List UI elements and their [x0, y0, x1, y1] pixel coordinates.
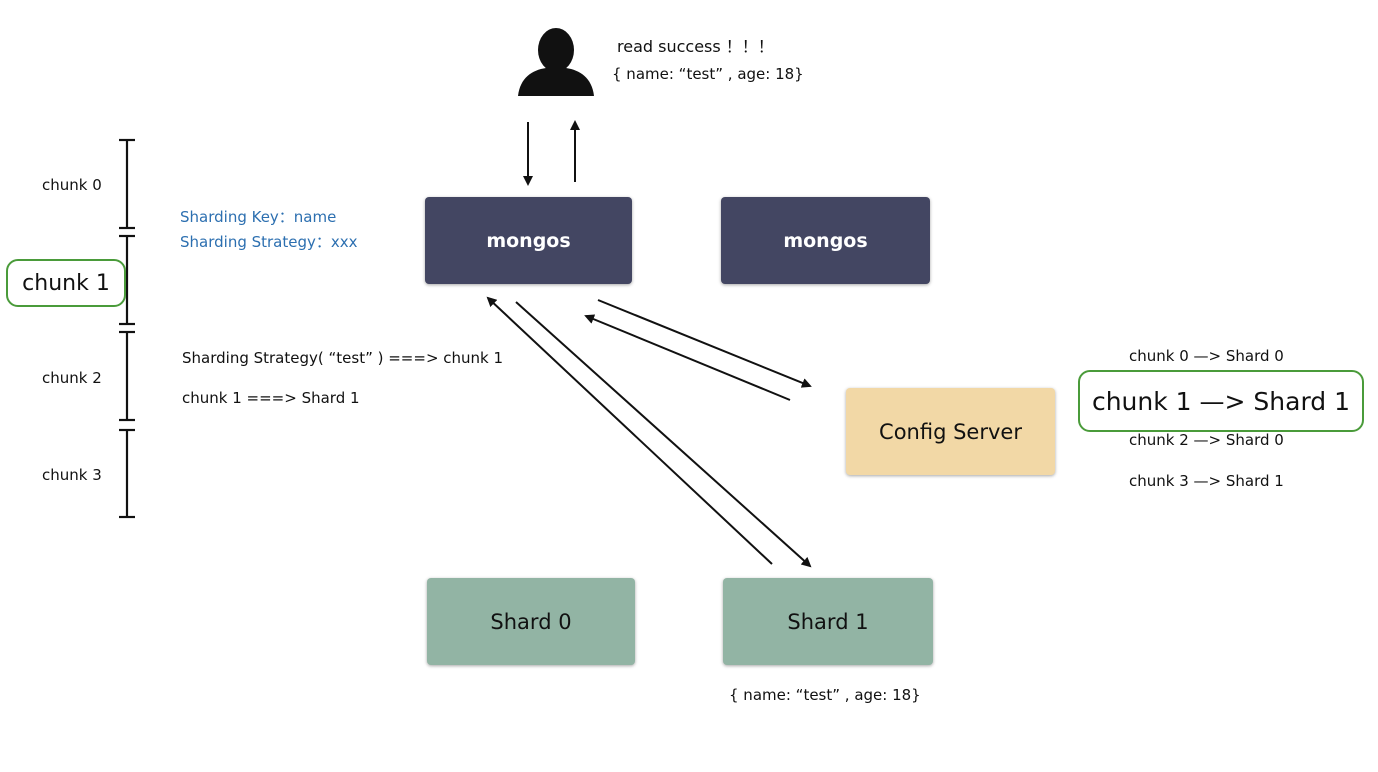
user-icon [518, 28, 594, 96]
chunk-shard-mapping: chunk 1 ===> Shard 1 [182, 389, 360, 407]
chunk-3-label: chunk 3 [42, 466, 102, 484]
read-status: read success ！！！ [617, 37, 774, 56]
shard-query-arrow [515, 301, 812, 568]
chunk-map-0: chunk 0 —> Shard 0 [1129, 347, 1284, 365]
chunk-map-3: chunk 3 —> Shard 1 [1129, 472, 1284, 490]
sharding-rule: Sharding Strategy( “test” ) ===> chunk 1 [182, 349, 504, 367]
shard-reply-arrow [486, 296, 773, 565]
client-document: { name: “test” , age: 18} [612, 65, 804, 83]
shard1-document: { name: “test” , age: 18} [729, 686, 921, 704]
shard-1: Shard 1 [723, 578, 933, 665]
chunk-scale [119, 138, 135, 519]
chunk-2-label: chunk 2 [42, 369, 102, 387]
chunk-map-1: chunk 1 —> Shard 1 [1091, 386, 1351, 416]
sharding-strategy: Sharding Strategy：xxx [180, 233, 358, 251]
mongos-router-left: mongos [425, 197, 632, 284]
chunk-map-2: chunk 2 —> Shard 0 [1129, 431, 1284, 449]
config-query-arrow [597, 299, 812, 388]
chunk-map-1-highlight: chunk 1 —> Shard 1 [1078, 370, 1364, 432]
chunk-1-label: chunk 1 [22, 270, 110, 296]
chunk-0-label: chunk 0 [42, 176, 102, 194]
config-reply-arrow [584, 314, 791, 401]
shard-0: Shard 0 [427, 578, 635, 665]
sharding-key: Sharding Key：name [180, 208, 337, 226]
config-server: Config Server [846, 388, 1055, 475]
chunk-1-highlight: chunk 1 [6, 259, 126, 307]
mongos-router-right: mongos [721, 197, 930, 284]
